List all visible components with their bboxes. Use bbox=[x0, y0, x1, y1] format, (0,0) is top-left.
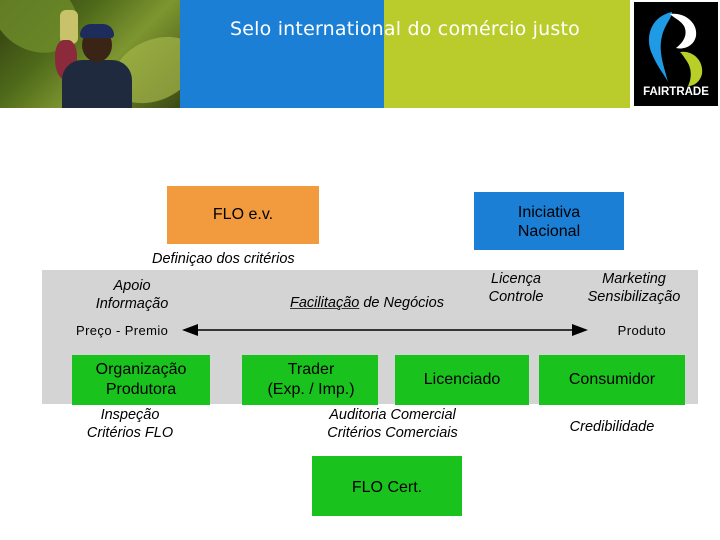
consumidor-label: Consumidor bbox=[568, 371, 656, 388]
trader-box bbox=[242, 355, 378, 405]
fairtrade-logo bbox=[634, 2, 718, 106]
apoio-label: Apoio Informação bbox=[72, 277, 192, 313]
produto-label: Produto bbox=[617, 323, 666, 338]
preco-premio-label: Preço - Premio bbox=[76, 323, 169, 338]
consumidor-box bbox=[539, 355, 685, 405]
fairtrade-mark-icon bbox=[648, 12, 703, 86]
flo-cert-label: FLO Cert. bbox=[351, 479, 423, 496]
facilitacao-label: Facilitação de Negócios bbox=[272, 294, 462, 312]
trader-line2: (Exp. / Imp.) bbox=[267, 381, 355, 398]
licenca-line1: Licença bbox=[491, 271, 541, 287]
iniciativa-nacional-label: Iniciativa Nacional bbox=[474, 203, 624, 241]
flo-ev-label: FLO e.v. bbox=[212, 206, 274, 223]
apoio-line2: Informação bbox=[95, 296, 169, 312]
flo-ev-box bbox=[167, 186, 319, 244]
trader-label: Trader (Exp. / Imp.) bbox=[238, 360, 384, 400]
inspecao-line1: Inspeção bbox=[100, 407, 160, 423]
licenciado-box bbox=[395, 355, 529, 405]
marketing-label: Marketing Sensibilização bbox=[572, 270, 696, 306]
org-line1: Organização bbox=[95, 361, 187, 378]
definicao-label: Definiçao dos critérios bbox=[152, 251, 295, 267]
header-blue-band bbox=[180, 0, 384, 108]
organizacao-produtora-box bbox=[72, 355, 210, 405]
org-line2: Produtora bbox=[105, 381, 177, 398]
header-green-band bbox=[384, 0, 630, 108]
credibilidade-label: Credibilidade bbox=[569, 419, 655, 435]
double-arrow-icon bbox=[182, 324, 588, 336]
logo-text: FAIRTRADE bbox=[643, 86, 709, 98]
organizacao-produtora-label: Organização Produtora bbox=[72, 360, 210, 400]
inspecao-line2: Critérios FLO bbox=[86, 425, 174, 441]
farmer-photo bbox=[0, 0, 180, 108]
licenca-line2: Controle bbox=[488, 289, 544, 305]
licenciado-label: Licenciado bbox=[423, 371, 501, 388]
facilitacao-rest: de Negócios bbox=[359, 295, 444, 311]
page-title: Selo international do comércio justo bbox=[230, 18, 580, 40]
trader-line1: Trader bbox=[287, 361, 335, 378]
auditoria-line1: Auditoria Comercial bbox=[329, 407, 456, 423]
marketing-line2: Sensibilização bbox=[587, 289, 681, 305]
iniciativa-line2: Nacional bbox=[517, 223, 581, 240]
marketing-line1: Marketing bbox=[602, 271, 666, 287]
flo-cert-box bbox=[312, 456, 462, 516]
licenca-label: Licença Controle bbox=[476, 270, 556, 306]
iniciativa-nacional-box bbox=[474, 192, 624, 250]
auditoria-label: Auditoria Comercial Critérios Comerciais bbox=[305, 406, 480, 442]
iniciativa-line1: Iniciativa bbox=[517, 204, 581, 221]
facilitacao-word: Facilitação bbox=[290, 295, 360, 311]
apoio-line1: Apoio bbox=[113, 278, 151, 294]
auditoria-line2: Critérios Comerciais bbox=[327, 425, 458, 441]
inspecao-label: Inspeção Critérios FLO bbox=[70, 406, 190, 442]
